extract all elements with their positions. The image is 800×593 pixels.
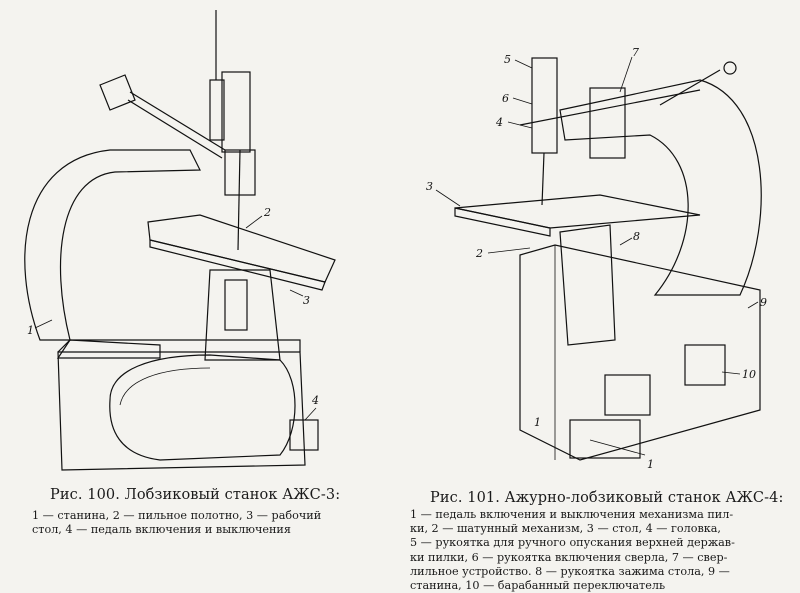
callout-4: 4: [311, 394, 319, 407]
figure-100-title: Рис. 100. Лобзиковый станок АЖС-3:: [50, 487, 341, 503]
legend-line: ки, 2 — шатунный механизм, 3 — стол, 4 —…: [410, 522, 721, 536]
callout-10: 10: [742, 368, 756, 381]
legend-line: 1 — педаль включения и выключения механи…: [410, 508, 734, 521]
legend-line: стол, 4 — педаль включения и выключения: [32, 523, 291, 537]
callout-9: 9: [760, 296, 767, 309]
callout-1: 1: [534, 416, 541, 429]
fretwork-jigsaw-machine-azhs4-illustration: 1 1 2 3 4 5 6 7 8 9 10: [426, 46, 767, 471]
legend-line: ки пилки, 6 — рукоятка включения сверла,…: [410, 550, 728, 564]
callout-3: 3: [303, 294, 310, 307]
callout-8: 8: [633, 230, 640, 243]
callout-3: 3: [426, 180, 433, 193]
callout-1-label: 1: [647, 458, 654, 471]
callout-6: 6: [502, 92, 509, 105]
figure-101: 1 1 2 3 4 5 6 7 8 9 10 Рис. 101. Ажурно-…: [400, 0, 800, 593]
legend-line: 1 — станина, 2 — пильное полотно, 3 — ра…: [32, 509, 322, 522]
callout-2: 2: [475, 247, 483, 260]
figure-100-legend: 1 — станина, 2 — пильное полотно, 3 — ра…: [32, 509, 374, 537]
jigsaw-machine-azhs3-illustration: 1 2 3 4: [24, 10, 336, 471]
figure-101-title: Рис. 101. Ажурно-лобзиковый станок АЖС-4…: [430, 490, 784, 506]
callout-1: 1: [27, 324, 34, 337]
legend-line: станина, 10 — барабанный переключатель: [410, 579, 666, 593]
callout-5: 5: [504, 53, 511, 66]
legend-line: 5 — рукоятка для ручного опускания верхн…: [410, 536, 735, 550]
figure-100: 1 2 3 4 Рис. 100. Лобзиковый станок АЖС-…: [0, 0, 400, 591]
callout-4: 4: [495, 116, 503, 129]
callout-7: 7: [632, 46, 639, 59]
callout-2: 2: [263, 206, 271, 219]
legend-line: лильное устройство. 8 — рукоятка зажима …: [410, 564, 730, 578]
figure-101-legend: 1 — педаль включения и выключения механи…: [410, 508, 792, 593]
